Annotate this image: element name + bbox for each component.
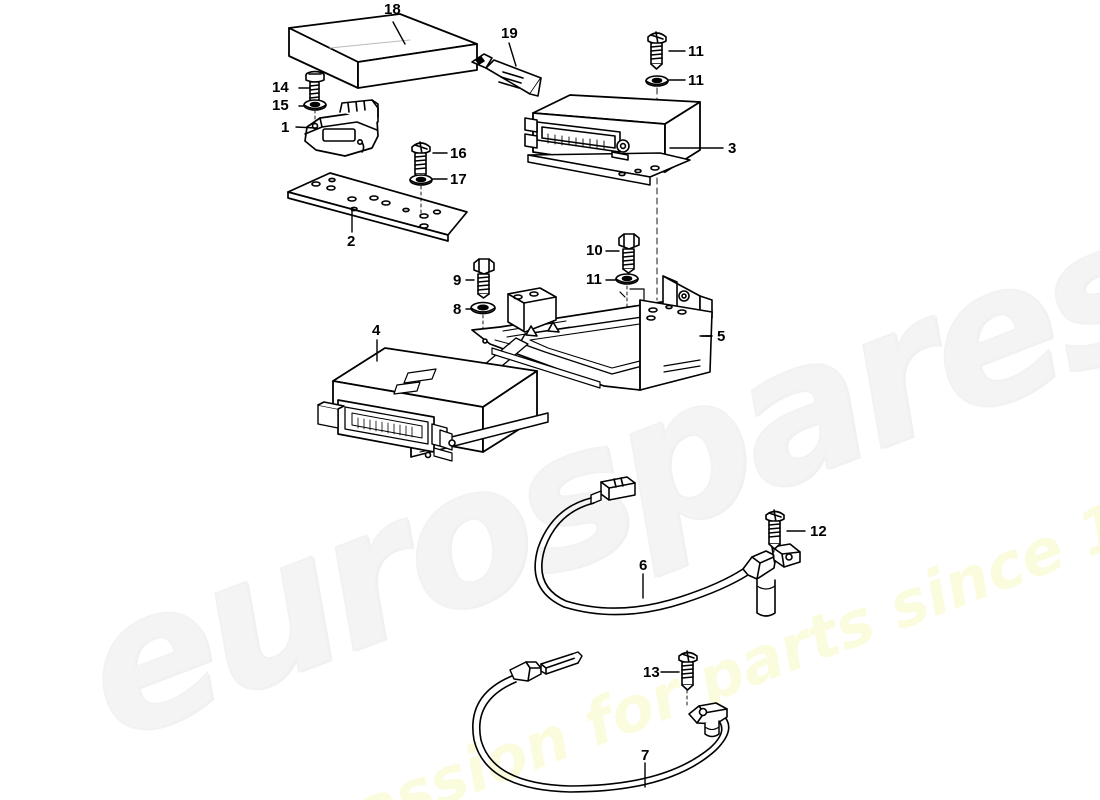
callout-18: 17 [450,171,467,188]
part-18-washer [409,174,433,186]
callout-4: 4 [372,322,381,339]
callout-3: 3 [728,140,737,157]
part-12-pan-head-screw [647,31,667,70]
part-16-washer [303,99,327,111]
callout-6: 6 [639,557,648,574]
callout-9: 9 [453,272,462,289]
part-13-fillister-head-screw [765,509,785,550]
callout-8: 8 [453,301,462,318]
callout-20: 19 [501,25,518,42]
part-7-reference-sensor-cable [472,651,730,793]
callout-10: 10 [586,242,603,259]
callout-14: 13 [643,664,660,681]
callout-16: 15 [272,97,289,114]
part-3-ignition-control-unit [524,94,701,186]
callout-5: 5 [717,328,726,345]
callout-12: 11 [688,43,704,60]
callout-19: 18 [384,1,401,18]
callout-15: 14 [272,79,289,96]
part-8-washer [470,301,496,315]
part-2-mounting-plate [287,172,468,242]
part-20-sealant-tube [471,53,542,97]
part-5-carrier-bracket [471,275,713,391]
callout-17: 16 [450,145,467,162]
callout-11-upper: 11 [688,72,704,89]
callout-2: 2 [347,233,356,250]
callout-1: 1 [281,119,290,136]
part-19-cover-box [288,13,478,89]
part-4-dme-control-unit [317,347,549,462]
callout-11-lower: 11 [586,271,602,288]
part-9-hex-bolt [473,258,495,299]
part-11-washer-lower [615,273,639,285]
part-11-washer-upper [645,75,669,87]
callout-7: 7 [641,747,650,764]
part-14-fillister-head-screw [678,650,698,691]
part-10-hex-bolt [618,233,640,274]
part-6-speed-sensor-cable [534,476,801,617]
part-1-ignition-power-stage [304,99,379,157]
callout-13: 12 [810,523,827,540]
part-17-pan-head-screw [411,141,431,180]
